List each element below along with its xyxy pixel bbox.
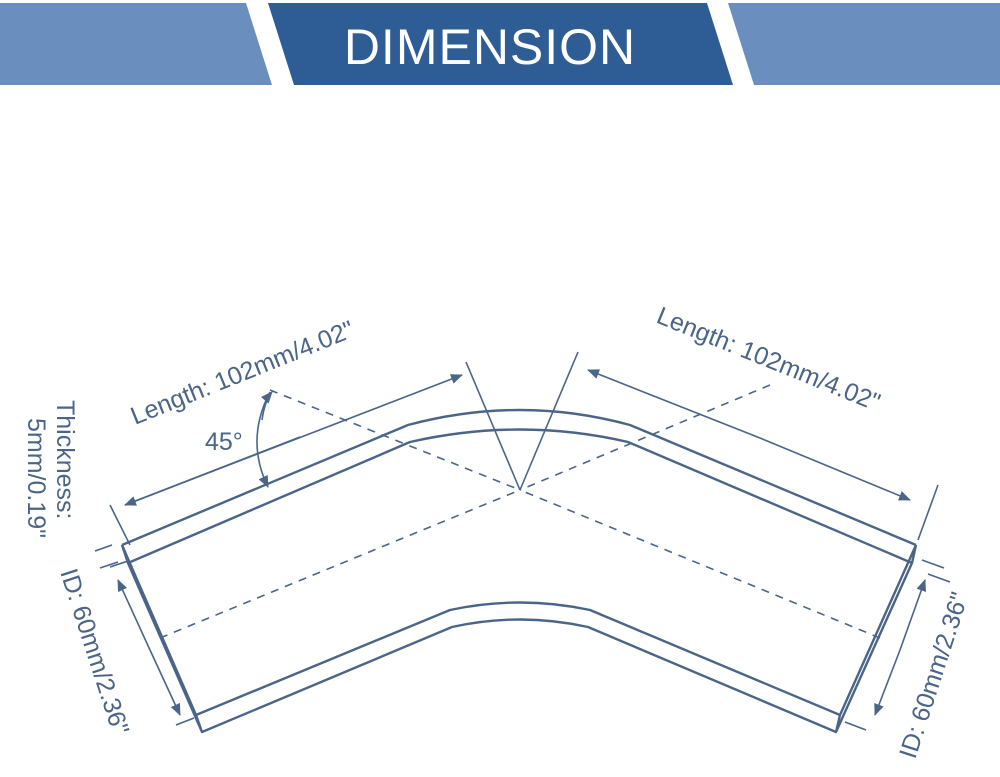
angle-line-left — [465, 361, 521, 491]
id-right-dimension-line — [899, 579, 927, 651]
thickness-tick-inner — [99, 561, 119, 569]
banner-left-band — [0, 3, 272, 85]
id-right-label: ID: 60mm/2.36" — [894, 589, 974, 762]
dimension-banner: DIMENSION — [0, 3, 1000, 85]
angle-arc-top — [260, 391, 273, 421]
length-left-extension-start — [109, 504, 131, 546]
length-right-label: Length: 102mm/4.02" — [653, 302, 884, 417]
pipe-inner-wall — [127, 428, 913, 565]
centerline-right-lower — [519, 489, 881, 639]
pipe-left-end-edge — [120, 544, 198, 716]
angle-arc — [256, 391, 271, 488]
pipe-bottom-inner-wall — [201, 618, 837, 734]
banner-center-band — [268, 3, 733, 85]
pipe-bottom-wall — [195, 601, 841, 717]
banner-right-band — [728, 3, 1000, 85]
thickness-label-line1: Thickness: — [51, 400, 79, 519]
id-right-dimension-line-back — [874, 649, 901, 716]
centerline-left-lower — [159, 489, 521, 639]
length-left-dimension-line-back — [124, 436, 301, 506]
id-right-tick-top-2 — [927, 573, 951, 583]
length-left-label: Length: 102mm/4.02" — [127, 315, 358, 430]
id-left-tick-top — [109, 560, 129, 568]
length-right-dimension-line — [587, 369, 761, 439]
thickness-label-line2: 5mm/0.19" — [22, 418, 50, 538]
centerline-left-upper — [269, 389, 521, 491]
banner-title: DIMENSION — [344, 19, 636, 75]
thickness-tick-outer — [94, 544, 113, 552]
length-right-dimension-line-back — [759, 437, 911, 501]
id-left-tick-bottom — [175, 717, 195, 726]
angle-line-right — [519, 351, 579, 491]
id-right-tick-top — [921, 559, 945, 569]
pipe-outer-wall — [121, 408, 917, 547]
id-left-dimension-line — [117, 579, 151, 651]
id-right-tick-bottom — [844, 721, 867, 731]
length-right-extension-end — [917, 484, 939, 541]
id-left-dimension-line-back — [149, 649, 181, 716]
angle-label: 45° — [205, 428, 243, 456]
pipe-right-end-edge — [838, 544, 918, 716]
pipe-right-end — [834, 544, 918, 734]
centerline-right-upper — [519, 384, 771, 491]
